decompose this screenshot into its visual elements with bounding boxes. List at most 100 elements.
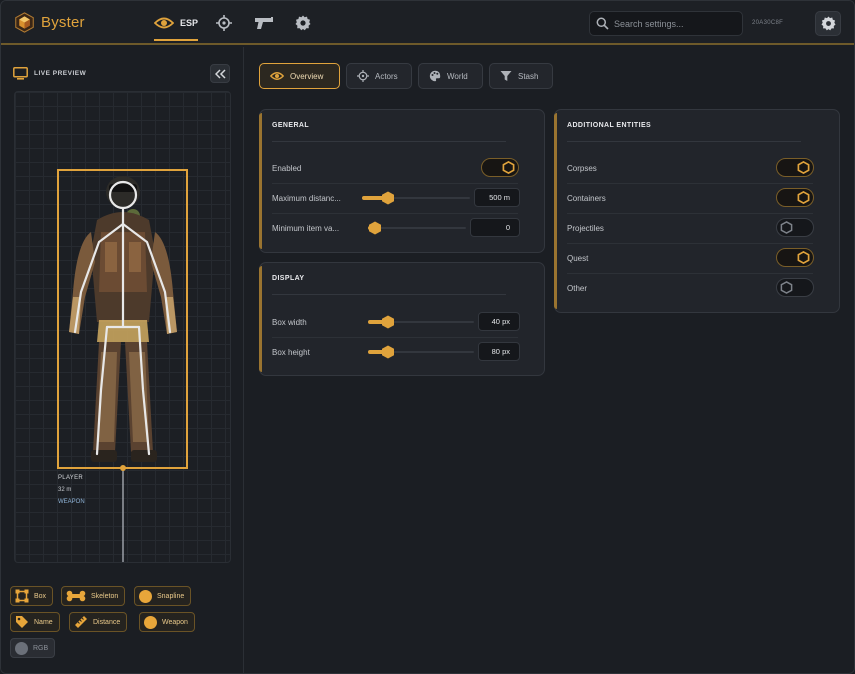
nav-tab-aim[interactable]: [216, 13, 232, 33]
box-height-value[interactable]: 80 px: [478, 342, 520, 361]
eye-icon: [270, 72, 284, 80]
live-preview-canvas: PLAYER 32 m WEAPON: [14, 91, 231, 563]
max-distance-value[interactable]: 500 m: [474, 188, 520, 207]
preview-header: LIVE PREVIEW: [13, 67, 86, 80]
slider-thumb[interactable]: [381, 345, 395, 359]
chip-label: Weapon: [162, 618, 188, 626]
setting-other: Other: [567, 273, 587, 303]
box-icon: [15, 589, 29, 603]
divider: [272, 141, 506, 142]
search-input[interactable]: [614, 18, 734, 29]
setting-projectiles: Projectiles: [567, 213, 604, 243]
preview-title: LIVE PREVIEW: [34, 70, 87, 77]
card-title: DISPLAY: [272, 275, 305, 282]
collapse-panel-button[interactable]: [210, 64, 230, 83]
divider: [567, 213, 813, 214]
max-distance-slider[interactable]: [362, 191, 470, 205]
nav-tab-label: ESP: [180, 18, 199, 28]
chip-skeleton[interactable]: Skeleton: [61, 586, 126, 606]
setting-label: Containers: [567, 193, 606, 203]
chip-distance[interactable]: Distance: [69, 612, 128, 632]
setting-label: Quest: [567, 253, 589, 263]
chip-snapline[interactable]: Snapline: [134, 586, 192, 606]
enabled-toggle[interactable]: [481, 158, 519, 177]
setting-label: Minimum item va...: [272, 223, 340, 233]
slider-track: [362, 197, 470, 199]
subtab-world[interactable]: World: [418, 63, 483, 89]
subtab-label: Overview: [290, 71, 324, 81]
chip-name[interactable]: Name: [10, 612, 60, 632]
corpses-toggle[interactable]: [776, 158, 814, 177]
skeleton-overlay: [73, 180, 172, 456]
divider: [567, 141, 801, 142]
chip-rgb[interactable]: RGB: [10, 638, 56, 658]
divider: [567, 183, 813, 184]
slider-fill: [368, 320, 388, 324]
subtab-overview[interactable]: Overview: [259, 63, 340, 89]
brand-logo-icon: [15, 12, 34, 33]
divider: [272, 337, 518, 338]
subtab-stash[interactable]: Stash: [489, 63, 553, 89]
chip-label: Name: [34, 618, 53, 626]
dot-icon: [15, 641, 28, 655]
crosshair-icon: [216, 15, 232, 31]
containers-toggle[interactable]: [776, 188, 814, 207]
settings-button[interactable]: [815, 11, 841, 36]
snapline-anchor: [120, 465, 126, 471]
slider-thumb[interactable]: [368, 221, 382, 235]
chip-label: Box: [34, 592, 47, 600]
nav-tab-esp[interactable]: ESP: [154, 13, 199, 41]
setting-box-height: Box height: [272, 337, 310, 367]
chevrons-left-icon: [214, 68, 226, 79]
quest-toggle[interactable]: [776, 248, 814, 267]
box-width-value[interactable]: 40 px: [478, 312, 520, 331]
chip-label: Skeleton: [91, 592, 119, 600]
palette-icon: [429, 70, 441, 82]
brand: Byster: [14, 12, 85, 33]
chip-label: RGB: [33, 644, 49, 652]
subtab-label: Actors: [375, 71, 398, 81]
min-item-value[interactable]: 0: [470, 218, 520, 237]
gear-icon: [820, 16, 836, 31]
subtab-label: Stash: [518, 71, 539, 81]
box-height-slider[interactable]: [368, 345, 474, 359]
setting-label: Other: [567, 283, 588, 293]
nav-tab-settings[interactable]: [295, 13, 311, 33]
setting-corpses: Corpses: [567, 153, 597, 183]
hexagon-knob-icon: [797, 191, 810, 204]
divider: [272, 294, 506, 295]
setting-quest: Quest: [567, 243, 588, 273]
eye-icon: [154, 17, 174, 29]
slider-track: [368, 321, 474, 323]
min-item-slider[interactable]: [368, 221, 466, 235]
divider: [567, 273, 813, 274]
projectiles-toggle[interactable]: [776, 218, 814, 237]
chip-box[interactable]: Box: [10, 586, 54, 606]
box-width-slider[interactable]: [368, 315, 474, 329]
chip-label: Distance: [93, 618, 121, 626]
setting-label: Enabled: [272, 163, 302, 173]
search-box[interactable]: [589, 11, 743, 36]
subtab-actors[interactable]: Actors: [346, 63, 412, 89]
chip-label: Snapline: [157, 592, 185, 600]
setting-max-distance: Maximum distanc...: [272, 183, 341, 213]
top-bar: Byster ESP: [1, 1, 854, 45]
gear-icon: [295, 15, 311, 31]
subtab-label: World: [447, 71, 468, 81]
nav-tab-weapons[interactable]: [254, 13, 274, 33]
soldier-model: [69, 176, 177, 462]
general-card: GENERAL Enabled Maximum distanc... 500 m…: [259, 109, 545, 253]
chip-weapon[interactable]: Weapon: [139, 612, 195, 632]
setting-label: Maximum distanc...: [272, 193, 341, 203]
slider-thumb[interactable]: [381, 191, 395, 205]
setting-min-item-value: Minimum item va...: [272, 213, 339, 243]
slider-track: [368, 227, 466, 229]
divider: [567, 243, 813, 244]
hexagon-knob-icon: [502, 161, 515, 174]
slider-thumb[interactable]: [381, 315, 395, 329]
setting-label: Box width: [272, 317, 307, 327]
other-toggle[interactable]: [776, 278, 814, 297]
preview-panel: LIVE PREVIEW: [1, 47, 244, 673]
tag-icon: [16, 616, 28, 628]
